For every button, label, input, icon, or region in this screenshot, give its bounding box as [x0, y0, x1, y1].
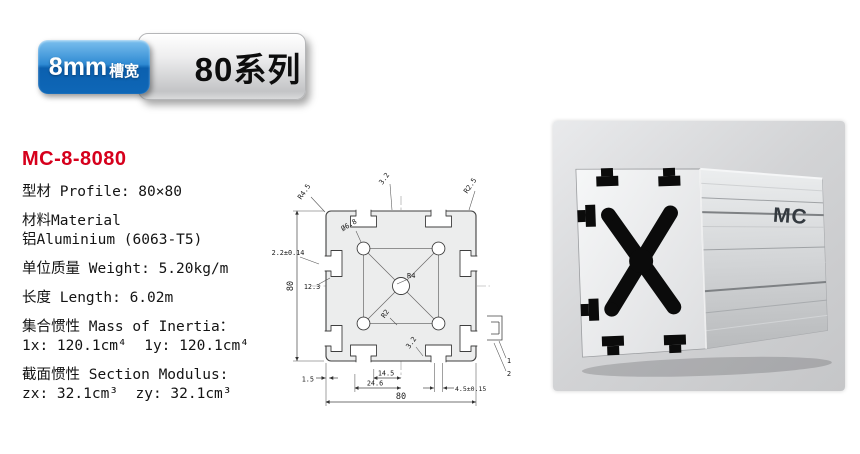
dim-wall-tolerance: 2.2±0.14 [272, 249, 305, 257]
corner-hole [431, 316, 446, 331]
profile-side-face [699, 168, 828, 350]
corner-hole [431, 241, 446, 256]
spec-length: 长度 Length: 6.02m [22, 289, 262, 308]
product-photo-svg: MC [553, 121, 845, 391]
dim-1-5: 1.5 [302, 376, 314, 384]
dim-slot-tolerance: 4.5±0.15 [455, 385, 486, 393]
dimension-lines [295, 210, 476, 404]
dim-14-5: 14.5 [378, 370, 394, 378]
profile-shadow [581, 356, 832, 377]
dim-slot-depth: 12.3 [304, 283, 320, 291]
spec-line: 集合惯性 Mass of Inertia： [22, 319, 235, 335]
spec-line: zx: 32.1cm³ zy: 32.1cm³ [22, 386, 232, 402]
spec-weight: 单位质量 Weight: 5.20kg/m [22, 260, 262, 279]
series-title: 80系列 [194, 50, 302, 88]
dim-width: 80 [396, 392, 406, 402]
side-ridges [699, 167, 828, 332]
extension-lines [293, 183, 507, 406]
dim-r2-5: R2.5 [462, 177, 478, 195]
spec-line: 单位质量 Weight: 5.20kg/m [22, 261, 229, 277]
dim-r4: R4 [407, 272, 415, 280]
header-badge: 80系列 8mm 槽宽 [38, 33, 318, 103]
cross-section-drawing: 80 80 2.2±0.14 12.3 1.5 14.5 24.6 4.5±0.… [266, 166, 518, 418]
core-holes [356, 241, 446, 331]
spec-modulus: 截面惯性 Section Modulus: zx: 32.1cm³ zy: 32… [22, 366, 262, 404]
corner-hole [356, 316, 371, 331]
series-box: 80系列 [138, 33, 306, 100]
end-hole [667, 300, 681, 314]
center-hole [392, 277, 410, 295]
product-code: MC-8-8080 [22, 148, 127, 170]
slot-detail-view [487, 315, 503, 341]
spec-line: 截面惯性 Section Modulus: [22, 367, 229, 383]
spec-material: 材料Material 铝Aluminium (6063-T5) [22, 212, 262, 250]
end-hole [605, 302, 619, 316]
corner-hole [356, 241, 371, 256]
spec-line: 长度 Length: 6.02m [22, 290, 174, 306]
dim-r2: R2 [380, 308, 391, 320]
spec-list: 型材 Profile: 80×80 材料Material 铝Aluminium … [22, 183, 262, 414]
profile-body [324, 209, 478, 363]
dim-height: 80 [286, 281, 296, 291]
detail-label-1: 1 [507, 357, 511, 365]
dim-24-6: 24.6 [367, 380, 383, 388]
spec-inertia: 集合惯性 Mass of Inertia： 1x: 120.1cm⁴ 1y: 1… [22, 318, 262, 356]
brand-mark: MC [772, 204, 808, 229]
end-hole [663, 206, 677, 220]
dim-r4-5: R4.5 [296, 183, 312, 201]
dim-top-3-2: 3.2 [377, 171, 391, 186]
spec-line: 铝Aluminium (6063-T5) [22, 232, 203, 248]
detail-label-2: 2 [507, 370, 511, 378]
cavity-pattern [577, 167, 687, 356]
slot-width-value: 8mm [48, 52, 108, 81]
slot-width-label: 槽宽 [109, 61, 140, 80]
slot-width-badge: 8mm 槽宽 [38, 40, 150, 94]
end-hole [602, 208, 616, 222]
spec-line: 1x: 120.1cm⁴ 1y: 120.1cm⁴ [22, 338, 249, 354]
product-photo: MC [553, 121, 845, 391]
cross-section-svg: 80 80 2.2±0.14 12.3 1.5 14.5 24.6 4.5±0.… [272, 171, 511, 406]
spec-line: 型材 Profile: 80×80 [22, 184, 182, 200]
edge-highlight [699, 168, 707, 349]
spec-profile: 型材 Profile: 80×80 [22, 183, 262, 202]
profile-3d-render: MC [575, 167, 832, 377]
spec-line: 材料Material [22, 213, 121, 229]
